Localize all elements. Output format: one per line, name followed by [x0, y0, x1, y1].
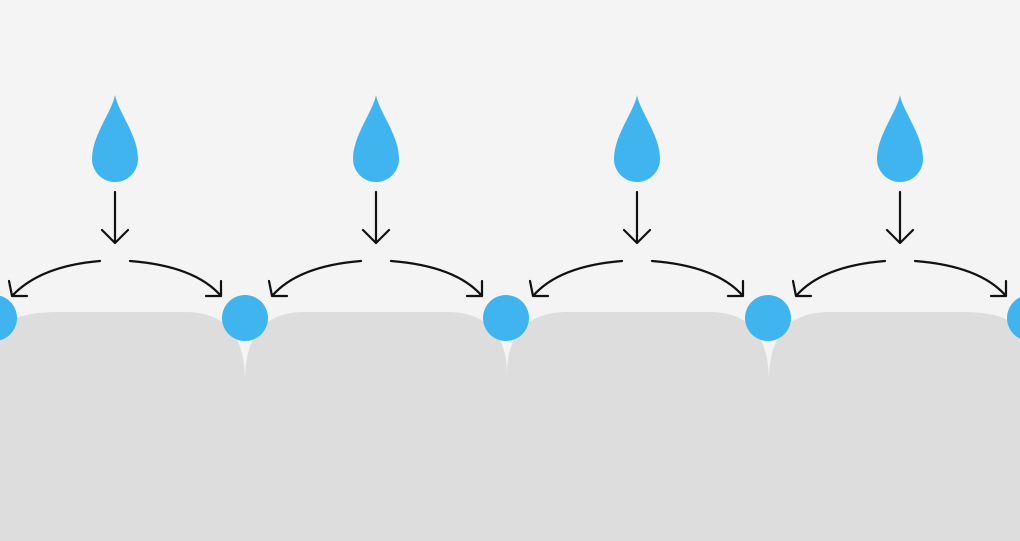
runoff-arrow-right	[389, 259, 484, 298]
runoff-arrow-left	[7, 259, 102, 298]
water-bead-icon	[222, 295, 268, 341]
water-drop-icon	[92, 95, 138, 182]
runoff-arrows	[7, 259, 1008, 298]
arrow-down-icon	[885, 190, 915, 245]
water-drop-icon	[614, 95, 660, 182]
runoff-arrow-left	[267, 259, 363, 298]
runoff-arrow-right	[650, 259, 745, 298]
runoff-arrow-right	[128, 259, 223, 298]
water-drops	[92, 95, 923, 182]
water-beads	[0, 295, 1020, 341]
water-drop-icon	[877, 95, 923, 182]
arrow-down-icon	[622, 190, 652, 245]
arrow-down-icon	[100, 190, 130, 245]
runoff-arrow-left	[791, 259, 887, 298]
water-bead-icon	[483, 295, 529, 341]
water-bead-icon	[0, 295, 17, 341]
runoff-arrow-left	[528, 259, 624, 298]
bumpy-surface	[0, 312, 1020, 541]
water-bead-icon	[745, 295, 791, 341]
water-drop-icon	[353, 95, 399, 182]
arrow-down-icon	[361, 190, 391, 245]
water-bead-icon	[1007, 297, 1020, 339]
falling-arrows	[100, 190, 915, 245]
runoff-arrow-right	[913, 259, 1008, 298]
